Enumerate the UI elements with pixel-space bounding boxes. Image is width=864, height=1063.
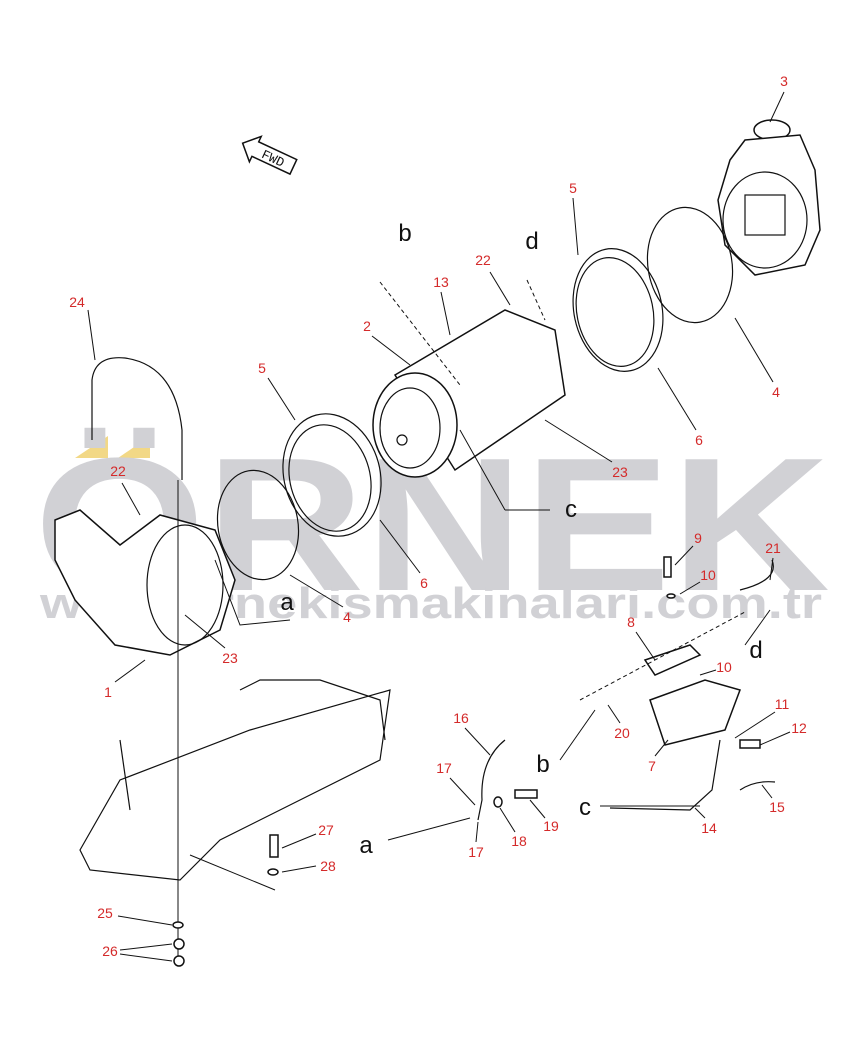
callout-18: 18 bbox=[511, 833, 527, 849]
ref-a: a bbox=[280, 589, 294, 616]
ref-d: d bbox=[525, 228, 538, 255]
ref-a: a bbox=[359, 832, 373, 859]
callout-5: 5 bbox=[258, 360, 266, 376]
hose bbox=[91, 357, 183, 480]
ref-d: d bbox=[749, 637, 762, 664]
callout-22: 22 bbox=[110, 463, 126, 479]
callout-17: 17 bbox=[468, 844, 484, 860]
callout-10: 10 bbox=[716, 659, 732, 675]
callout-16: 16 bbox=[453, 710, 469, 726]
callout-23: 23 bbox=[222, 650, 238, 666]
mounting-frame bbox=[79, 679, 391, 881]
fwd-arrow: FWD bbox=[241, 135, 298, 176]
leader-lines bbox=[87, 91, 791, 962]
callout-11: 11 bbox=[775, 696, 790, 712]
outlet-housing bbox=[717, 119, 821, 276]
callouts: 3 5 4 6 22 13 2 23 24 5 22 6 4 23 1 9 10… bbox=[69, 73, 807, 959]
callout-15: 15 bbox=[769, 799, 785, 815]
ref-c: c bbox=[565, 496, 577, 523]
clamp-ring bbox=[282, 413, 382, 537]
callout-2: 2 bbox=[363, 318, 371, 334]
callout-28: 28 bbox=[320, 858, 336, 874]
dpf-cylinder bbox=[372, 309, 566, 478]
callout-25: 25 bbox=[97, 905, 113, 921]
callout-4: 4 bbox=[343, 609, 351, 625]
callout-8: 8 bbox=[627, 614, 635, 630]
callout-10: 10 bbox=[700, 567, 716, 583]
callout-13: 13 bbox=[433, 274, 449, 290]
callout-23: 23 bbox=[612, 464, 628, 480]
inlet-housing bbox=[54, 509, 236, 656]
callout-19: 19 bbox=[543, 818, 559, 834]
clamp-ring bbox=[572, 248, 664, 372]
callout-3: 3 bbox=[780, 73, 788, 89]
callout-6: 6 bbox=[420, 575, 428, 591]
callout-26: 26 bbox=[102, 943, 118, 959]
callout-6: 6 bbox=[695, 432, 703, 448]
callout-4: 4 bbox=[772, 384, 780, 400]
callout-17: 17 bbox=[436, 760, 452, 776]
callout-24: 24 bbox=[69, 294, 85, 310]
callout-21: 21 bbox=[765, 540, 781, 556]
hardware bbox=[172, 556, 776, 967]
callout-9: 9 bbox=[694, 530, 702, 546]
callout-27: 27 bbox=[318, 822, 334, 838]
umlaut-mark bbox=[118, 436, 150, 458]
callout-20: 20 bbox=[614, 725, 630, 741]
callout-1: 1 bbox=[104, 684, 112, 700]
callout-12: 12 bbox=[791, 720, 807, 736]
reference-letters: b d c a d b c a bbox=[280, 220, 762, 859]
callout-7: 7 bbox=[648, 758, 656, 774]
ref-c: c bbox=[579, 794, 591, 821]
gasket-ring bbox=[216, 469, 300, 581]
callout-14: 14 bbox=[701, 820, 717, 836]
callout-5: 5 bbox=[569, 180, 577, 196]
umlaut-mark bbox=[75, 436, 108, 458]
ref-b: b bbox=[398, 220, 411, 247]
reference-lines bbox=[189, 279, 771, 891]
ref-b: b bbox=[536, 751, 549, 778]
callout-22: 22 bbox=[475, 252, 491, 268]
